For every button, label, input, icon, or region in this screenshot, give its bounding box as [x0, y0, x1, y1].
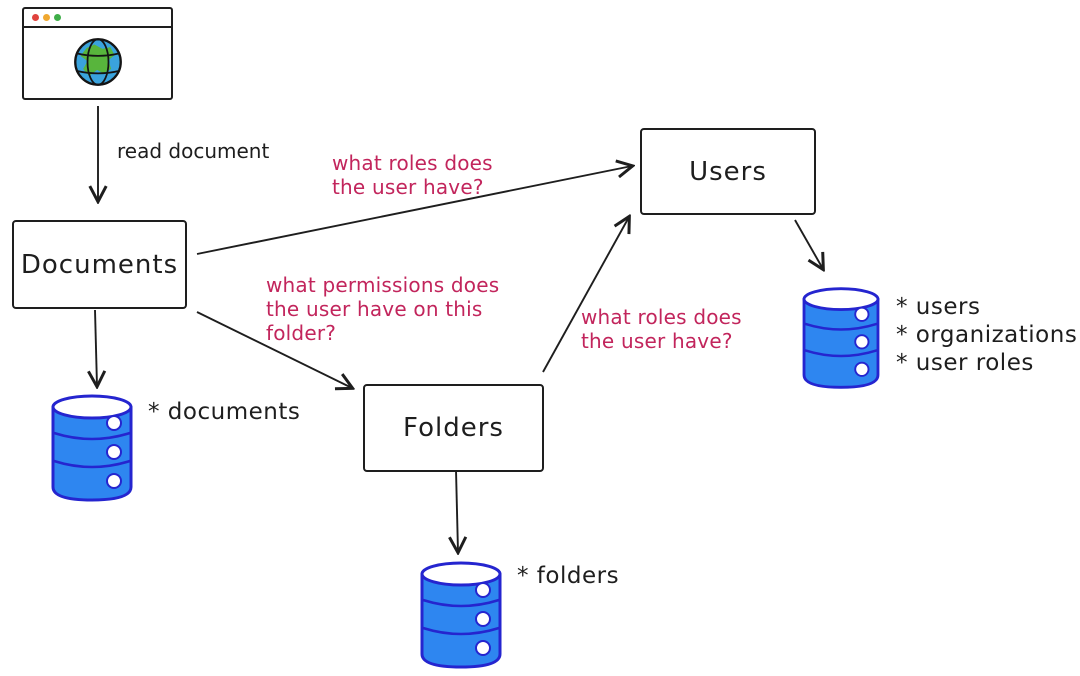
edge-label-read-document: read document	[117, 139, 270, 163]
node-documents-label: Documents	[20, 249, 179, 280]
node-users-label: Users	[689, 156, 767, 187]
node-documents: Documents	[12, 220, 187, 309]
edge-label-documents-users: what roles does the user have?	[332, 151, 493, 199]
traffic-light-yellow-icon	[43, 14, 50, 21]
arrow-folders-to-db	[456, 469, 458, 552]
node-folders-label: Folders	[403, 413, 504, 443]
traffic-light-green-icon	[54, 14, 61, 21]
database-icon-folders	[415, 557, 507, 673]
node-users: Users	[640, 128, 816, 215]
db-item: * folders	[517, 563, 620, 589]
database-icon-documents	[46, 390, 138, 506]
db-items-users: * users * organizations * user roles	[896, 293, 1077, 377]
globe-icon	[73, 38, 122, 86]
browser-content	[24, 28, 171, 96]
arrow-documents-to-db	[95, 309, 97, 386]
db-item: * documents	[148, 399, 301, 425]
browser-title-bar	[24, 9, 171, 28]
traffic-light-red-icon	[32, 14, 39, 21]
db-items-folders: * folders	[517, 562, 619, 590]
db-item: * user roles	[896, 350, 1034, 376]
db-item: * organizations	[896, 322, 1078, 348]
edge-label-folders-users: what roles does the user have?	[581, 305, 742, 353]
db-item: * users	[896, 294, 981, 320]
node-folders: Folders	[363, 384, 544, 472]
arrow-users-to-db	[794, 219, 823, 269]
edge-label-documents-folders: what permissions does the user have on t…	[266, 273, 500, 345]
browser-window-icon	[22, 7, 173, 100]
db-items-documents: * documents	[148, 398, 300, 426]
database-icon-users	[795, 283, 887, 393]
arrow-folders-to-users	[542, 217, 629, 373]
arrow-documents-to-folders	[196, 311, 352, 388]
arrow-documents-to-users	[196, 166, 632, 255]
